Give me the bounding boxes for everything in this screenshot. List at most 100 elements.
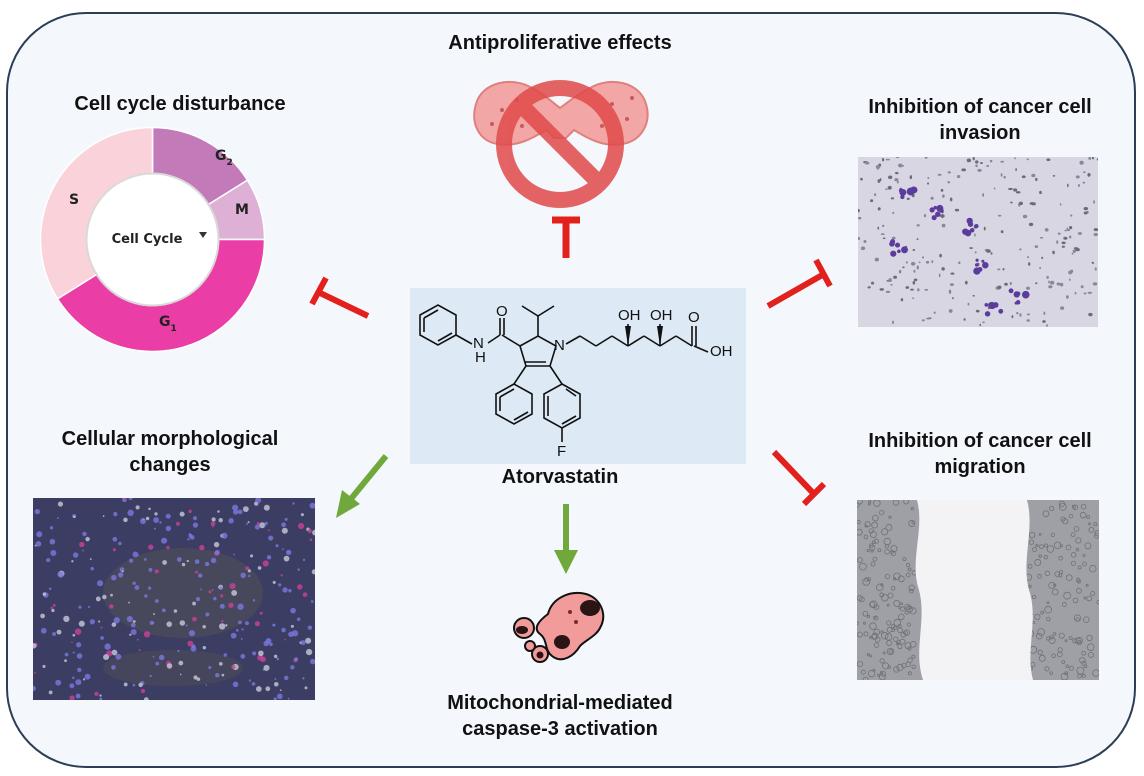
micro-cell [231, 590, 238, 596]
micro-dot [941, 223, 946, 228]
micro-dot [894, 178, 899, 182]
micro-dot [927, 182, 930, 185]
micro-cell [219, 603, 225, 609]
micro-cell [50, 550, 57, 556]
micro-dot [1093, 233, 1098, 237]
micro-dot [1046, 158, 1051, 161]
micro-cell [33, 643, 37, 649]
micro-cell [870, 561, 876, 567]
micro-cell [254, 524, 260, 530]
micro-cell [1094, 530, 1099, 537]
micro-dot [1039, 266, 1042, 270]
micro-dot [947, 171, 951, 174]
micro-cell [266, 555, 272, 560]
micro-cell [200, 588, 203, 591]
micro-cell [1028, 584, 1032, 589]
micro-cell [1036, 632, 1043, 640]
micro-cell [884, 633, 893, 641]
micro-cell [34, 508, 40, 515]
micro-dot [888, 278, 892, 283]
micro-cell [148, 567, 153, 572]
micro-cell [220, 594, 224, 598]
micro-cell [154, 599, 159, 603]
micro-cell [1092, 669, 1099, 677]
micro-cell [873, 538, 879, 544]
micro-cell [1054, 571, 1061, 577]
micro-cell [176, 557, 182, 562]
micro-cell [875, 583, 884, 592]
micro-dot [916, 238, 919, 241]
micro-dot [974, 233, 976, 237]
stained-cell [962, 228, 969, 235]
micro-cell [869, 544, 876, 551]
micro-cell [890, 545, 898, 553]
micro-cell [103, 654, 110, 661]
micro-cell [292, 502, 295, 505]
micro-dot [1060, 306, 1065, 310]
micro-cell [1083, 596, 1087, 600]
micro-cell [251, 682, 256, 686]
label-migration-line2: migration [934, 456, 1026, 478]
micro-dot [858, 208, 860, 213]
micro-dot [880, 233, 885, 235]
micro-cell [307, 528, 312, 534]
micro-cell [291, 630, 299, 637]
micro-cell [204, 561, 210, 567]
micro-dot [1039, 236, 1044, 239]
micro-dot [974, 251, 977, 254]
micro-dot [927, 177, 930, 180]
micro-cell [909, 641, 917, 648]
micro-cell [118, 572, 124, 578]
micro-dot [930, 196, 934, 200]
micro-dot [1080, 285, 1084, 289]
micro-cell [130, 629, 137, 635]
micro-dot [858, 237, 861, 241]
micro-dot [890, 283, 893, 286]
micro-dot [1056, 282, 1061, 286]
micro-dot [1059, 203, 1062, 206]
micro-cell [195, 570, 199, 574]
micro-dot [975, 164, 978, 168]
micro-dot [912, 249, 916, 251]
micro-cell [240, 637, 243, 640]
micro-cell [1028, 539, 1035, 545]
micro-cell [151, 621, 155, 625]
micro-cell [254, 621, 260, 627]
micro-cell [233, 553, 235, 556]
micro-cell [310, 658, 315, 665]
micro-cell [69, 683, 75, 689]
micro-dot [966, 158, 972, 163]
micro-cell [179, 511, 185, 517]
micro-cell [1070, 560, 1076, 566]
micro-dot [1083, 207, 1089, 211]
micro-dot [882, 224, 885, 228]
micro-cell [304, 686, 308, 690]
micro-cell [886, 647, 894, 656]
micro-cell [33, 685, 36, 692]
micro-cell [893, 577, 897, 581]
micro-dot [989, 159, 993, 163]
micro-cell [1083, 664, 1088, 669]
stained-cell [1015, 291, 1021, 296]
phase-label-s: S [69, 192, 79, 208]
stained-cell [936, 204, 944, 212]
label-drug-name: Atorvastatin [501, 466, 619, 488]
inhibit-mark-left [309, 276, 370, 319]
micro-dot [1018, 201, 1023, 206]
micro-cell [132, 620, 136, 623]
micro-dot [967, 302, 970, 306]
micro-cell [95, 596, 101, 602]
micro-cell [218, 662, 223, 666]
micro-cell [273, 654, 278, 659]
stained-cell [898, 188, 904, 193]
micro-dot [1041, 256, 1044, 259]
micro-cell [130, 622, 136, 628]
micro-cell [275, 544, 279, 548]
micro-dot [1071, 252, 1074, 255]
micro-cell [155, 661, 160, 666]
micro-dot [1092, 157, 1094, 160]
micro-cell [210, 557, 217, 564]
micro-cell [217, 510, 220, 513]
label-migration: Inhibition of cancer cell migration [830, 428, 1130, 480]
micro-cell [284, 675, 289, 681]
